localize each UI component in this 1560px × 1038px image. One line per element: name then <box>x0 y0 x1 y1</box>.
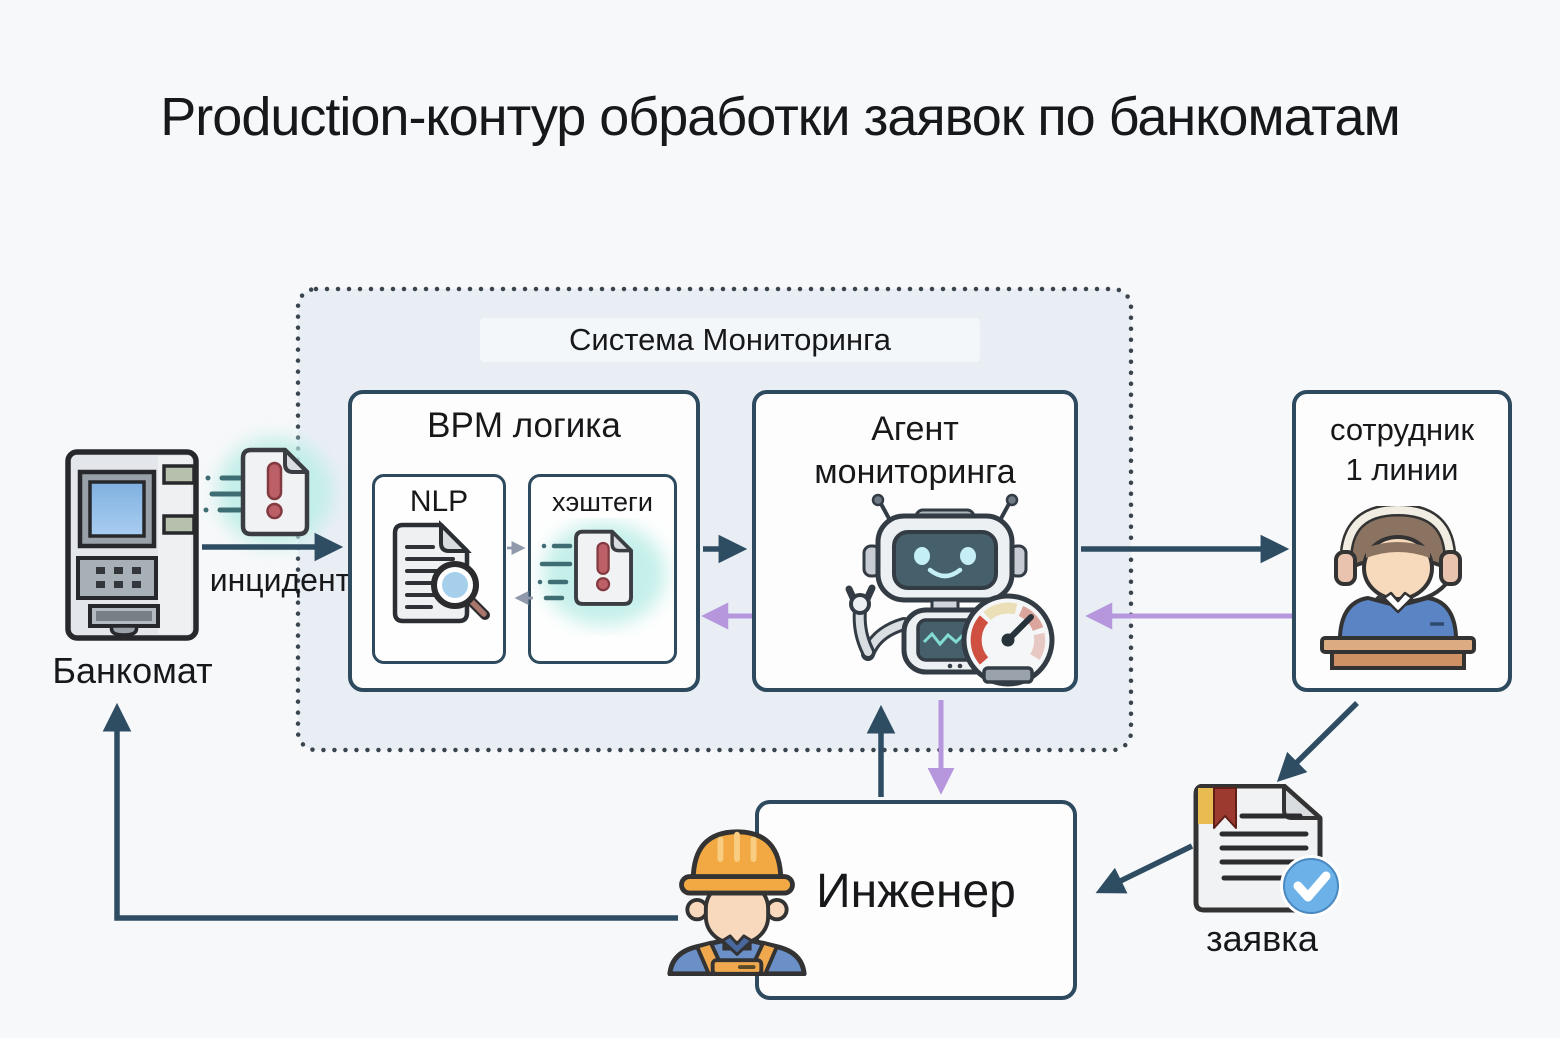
atm-label: Банкомат <box>52 650 213 691</box>
hashtags-label: хэштеги <box>552 487 653 517</box>
engineer-icon <box>667 829 807 976</box>
arrow-line1-to-request <box>1276 701 1359 783</box>
checkmark-icon <box>1293 871 1331 902</box>
request-document-icon <box>1193 784 1342 917</box>
incident-document-icon <box>203 437 333 547</box>
speed-lines-icon <box>537 543 573 601</box>
nlp-box: NLP <box>372 474 506 664</box>
incident-label: инцидент <box>209 562 351 598</box>
first-line-label-line1: сотрудник <box>1329 412 1475 447</box>
engineer-box: Инженер <box>755 800 1077 1000</box>
hashtag-alert-icon <box>537 522 666 626</box>
monitoring-system-label: Система Мониторинга <box>480 318 980 362</box>
robot-icon <box>845 493 1055 687</box>
agent-label-line1: Агент <box>871 410 959 448</box>
first-line-label-line2: 1 линии <box>1345 452 1459 488</box>
request-text-lines-icon <box>1219 813 1309 881</box>
engineer-wrap <box>664 816 810 976</box>
request-label: заявка <box>1206 918 1318 959</box>
atm-node <box>62 446 202 644</box>
nlp-document-search-icon <box>392 520 490 624</box>
diagram-title: Production-контур обработки заявок по ба… <box>160 87 1400 147</box>
engineer-label: Инженер <box>816 864 1016 918</box>
agent-label-line2: мониторинга <box>814 452 1016 491</box>
arrow-request-to-engineer <box>1095 843 1194 894</box>
robot-wrap <box>820 492 1070 687</box>
speed-lines-icon <box>203 475 247 513</box>
hashtags-box: хэштеги <box>528 474 677 664</box>
support-agent-icon <box>1320 506 1476 670</box>
request-wrap <box>1188 784 1354 918</box>
bpm-logic-title: BPM логика <box>427 406 621 445</box>
atm-keypad-icon <box>96 567 141 588</box>
nlp-label: NLP <box>409 485 469 518</box>
nlp-hashtags-exchange-arrows <box>507 541 533 605</box>
gauge-icon <box>961 593 1055 687</box>
atm-icon <box>65 449 199 641</box>
arrow-engineer-to-atm <box>102 702 678 921</box>
support-wrap <box>1318 506 1478 671</box>
bpm-logic-box: BPM логика NLP <box>348 390 700 692</box>
